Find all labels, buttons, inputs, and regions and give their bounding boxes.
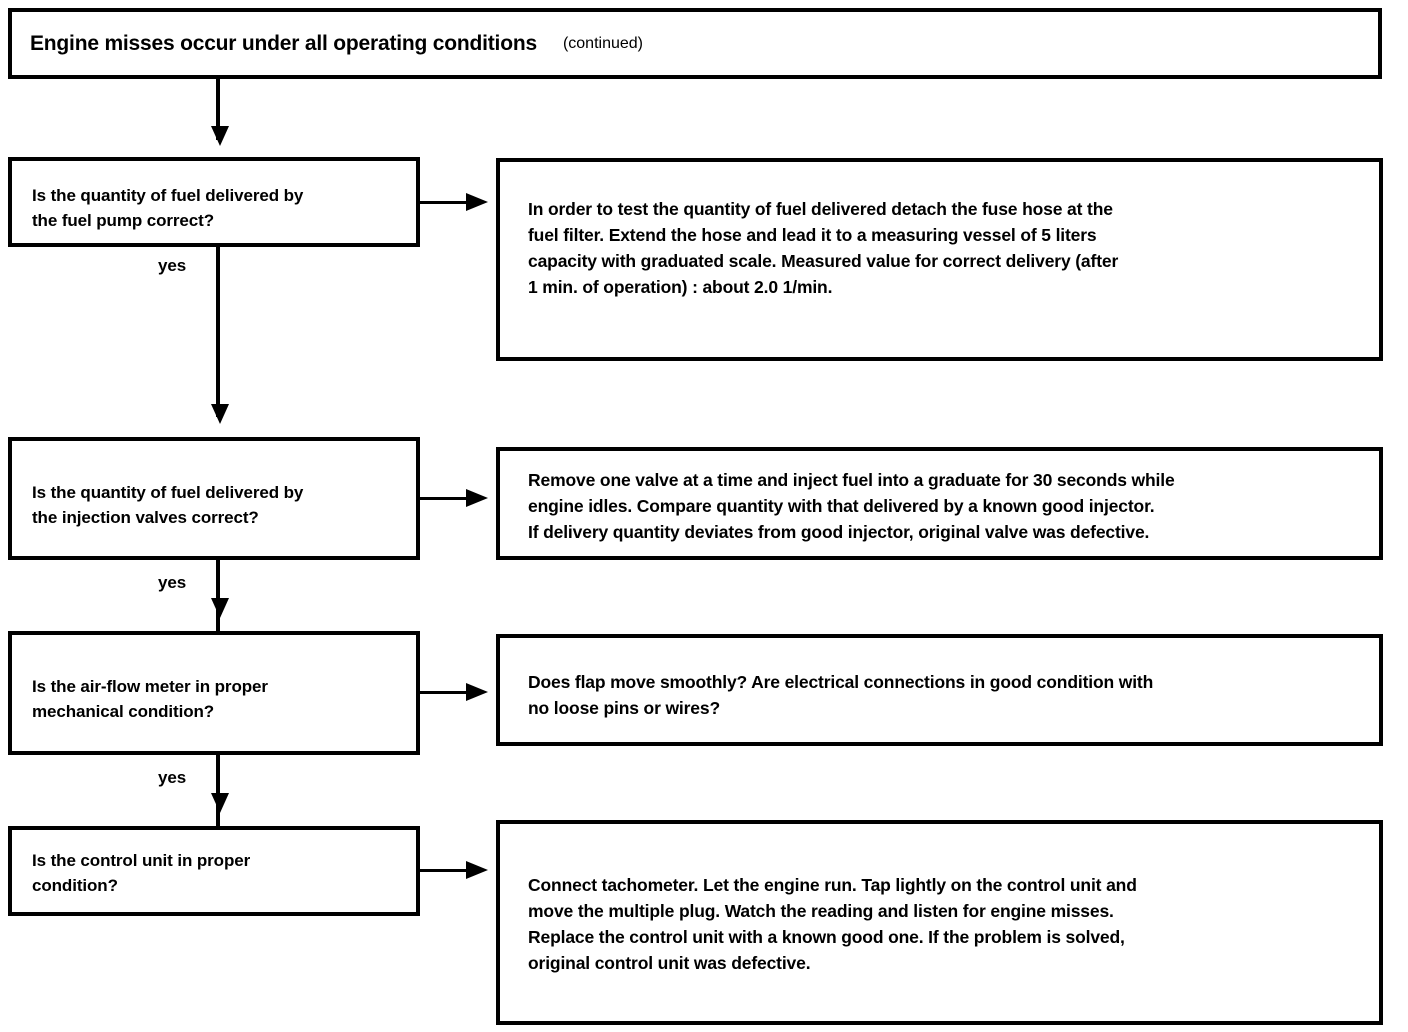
page-title: Engine misses occur under all operating …	[30, 31, 537, 55]
answer-text-fuel-pump: In order to test the quantity of fuel de…	[528, 199, 1119, 297]
arrowhead-q3-to-q4	[211, 793, 229, 813]
arrowhead-q1-to-q2	[211, 404, 229, 424]
answer-text-air-flow-meter: Does flap move smoothly? Are electrical …	[528, 672, 1154, 718]
question-box-fuel-pump[interactable]: Is the quantity of fuel delivered by the…	[8, 157, 420, 247]
arrowhead-q1-to-a1	[466, 193, 488, 211]
arrowhead-q3-to-a3	[466, 683, 488, 701]
branch-label-yes-2: yes	[158, 573, 187, 592]
answer-text-injection-valves: Remove one valve at a time and inject fu…	[528, 470, 1175, 542]
connector-q1-to-a1	[420, 201, 478, 204]
connector-q2-to-a2	[420, 497, 478, 500]
connector-q3-to-q4	[216, 755, 220, 827]
question-text-air-flow-meter: Is the air-flow meter in proper mechanic…	[32, 677, 268, 721]
question-text-fuel-pump: Is the quantity of fuel delivered by the…	[32, 186, 304, 230]
answer-box-air-flow-meter: Does flap move smoothly? Are electrical …	[496, 634, 1383, 746]
answer-box-control-unit: Connect tachometer. Let the engine run. …	[496, 820, 1383, 1025]
arrowhead-q2-to-q3	[211, 598, 229, 618]
question-box-control-unit[interactable]: Is the control unit in proper condition?	[8, 826, 420, 916]
answer-box-injection-valves: Remove one valve at a time and inject fu…	[496, 447, 1383, 560]
branch-label-yes-1: yes	[158, 256, 187, 275]
answer-box-fuel-pump: In order to test the quantity of fuel de…	[496, 158, 1383, 361]
title-continued-note: (continued)	[562, 34, 643, 52]
branch-label-yes-3: yes	[158, 768, 187, 787]
connector-q2-to-q3	[216, 560, 220, 632]
arrowhead-q4-to-a4	[466, 861, 488, 879]
question-box-air-flow-meter[interactable]: Is the air-flow meter in proper mechanic…	[8, 631, 420, 755]
connector-q1-to-q2	[216, 247, 220, 417]
question-box-injection-valves[interactable]: Is the quantity of fuel delivered by the…	[8, 437, 420, 560]
connector-title-to-q1	[216, 79, 220, 140]
title-box: Engine misses occur under all operating …	[8, 8, 1382, 79]
connector-q3-to-a3	[420, 691, 478, 694]
answer-text-control-unit: Connect tachometer. Let the engine run. …	[528, 875, 1137, 973]
question-text-injection-valves: Is the quantity of fuel delivered by the…	[32, 483, 304, 527]
arrowhead-title-to-q1	[211, 126, 229, 146]
question-text-control-unit: Is the control unit in proper condition?	[32, 851, 251, 895]
arrowhead-q2-to-a2	[466, 489, 488, 507]
connector-q4-to-a4	[420, 869, 478, 872]
